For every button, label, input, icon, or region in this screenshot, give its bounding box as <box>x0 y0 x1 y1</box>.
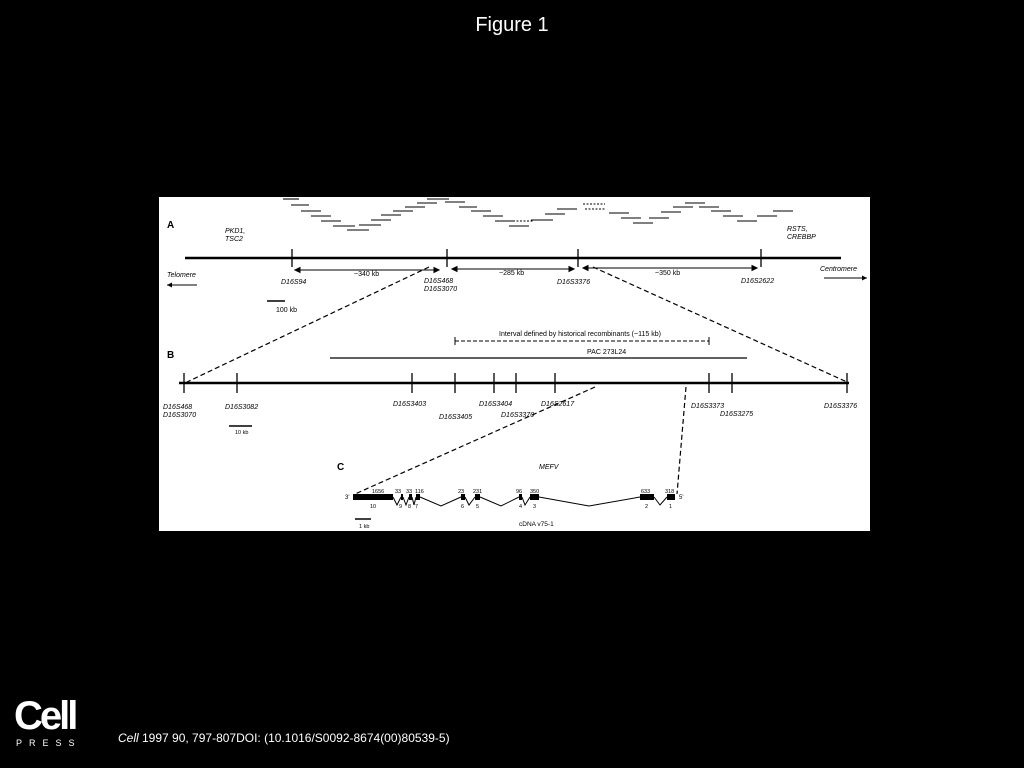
exon-size-6: 23 <box>458 489 464 495</box>
exon-5 <box>475 494 480 500</box>
logo-press: PRESS <box>16 738 82 748</box>
citation: Cell 1997 90, 797-807DOI: (10.1016/S0092… <box>118 731 450 745</box>
exon-8 <box>409 494 412 500</box>
zoom-lines-a-b <box>186 266 848 383</box>
marker-d16s3275: D16S3275 <box>720 411 753 418</box>
panel-c-label: C <box>337 462 344 473</box>
exon-number-2: 2 <box>645 504 648 510</box>
exon-size-2: 633 <box>641 489 650 495</box>
exon-size-9: 33 <box>395 489 401 495</box>
exon-number-8: 8 <box>408 504 411 510</box>
distance-2: ~285 kb <box>499 270 524 277</box>
exon-number-6: 6 <box>461 504 464 510</box>
panel-a-scale-label: 100 kb <box>276 307 297 314</box>
marker-d16s3405: D16S3405 <box>439 414 472 421</box>
pac-label: PAC 273L24 <box>587 349 626 356</box>
intron-connectors <box>392 496 668 507</box>
slide-title: Figure 1 <box>475 14 549 36</box>
gene-label: MEFV <box>539 464 560 471</box>
interval-label: Interval defined by historical recombina… <box>499 331 661 338</box>
panel-a-right-gene-2: CREBBP <box>787 234 816 241</box>
clone-contig <box>283 198 793 231</box>
exon-number-9: 9 <box>399 504 402 510</box>
panel-c-scale-label: 1 kb <box>359 524 369 530</box>
panel-a-left-gene-1: PKD1, <box>225 228 245 235</box>
cell-press-logo: Cell PRESS <box>14 694 86 750</box>
marker-d16s3403: D16S3403 <box>393 401 426 408</box>
exon-6 <box>461 494 465 500</box>
exon-number-4: 4 <box>519 504 522 510</box>
panel-a-marker-ticks <box>291 249 762 267</box>
telomere-label: Telomere <box>167 272 196 279</box>
exon-number-10: 10 <box>370 504 376 510</box>
exon-size-7: 116 <box>415 489 424 495</box>
distance-3: ~350 kb <box>655 270 680 277</box>
panel-a-right-gene-1: RSTS, <box>787 226 808 233</box>
marker-d16s3404: D16S3404 <box>479 401 512 408</box>
marker-a-d16s3376: D16S3376 <box>557 279 590 286</box>
centromere-arrowhead <box>862 275 867 281</box>
exon-size-1: 318 <box>665 489 674 495</box>
exon-boxes <box>353 494 675 500</box>
marker-b-d16s3070: D16S3070 <box>163 412 196 419</box>
marker-b-d16s468: D16S468 <box>163 404 192 411</box>
marker-d16s2617: D16S2617 <box>541 401 575 408</box>
clone-contig-gaps <box>513 203 605 222</box>
panel-a-left-gene-2: TSC2 <box>225 236 243 243</box>
marker-d16s94: D16S94 <box>281 279 306 286</box>
exon-size-10: 1656 <box>372 489 384 495</box>
exon-size-8: 33 <box>406 489 412 495</box>
panel-b-label: B <box>167 350 174 361</box>
panel-b-scale-label: 10 kb <box>235 430 248 436</box>
telomere-arrowhead <box>167 282 172 288</box>
exon-10 <box>353 494 393 500</box>
exon-7 <box>416 494 420 500</box>
exon-4 <box>519 494 522 500</box>
exon-size-4: 96 <box>516 489 522 495</box>
three-prime-end: 3' <box>345 495 349 501</box>
exon-number-1: 1 <box>669 504 672 510</box>
exon-size-5: 231 <box>473 489 482 495</box>
exon-3 <box>530 494 539 500</box>
exon-9 <box>401 494 403 500</box>
citation-journal: Cell <box>118 731 139 745</box>
marker-d16s3373: D16S3373 <box>691 403 724 410</box>
exon-number-7: 7 <box>415 504 418 510</box>
cdna-label: cDNA v75-1 <box>519 521 554 528</box>
marker-d16s3370: D16S3370 <box>501 412 534 419</box>
figure-panel: A PKD1, TSC2 RSTS, CREBBP <box>159 197 870 531</box>
citation-details: 1997 90, 797-807DOI: (10.1016/S0092-8674… <box>138 731 450 745</box>
exon-1 <box>667 494 675 500</box>
centromere-label: Centromere <box>820 266 857 273</box>
marker-d16s2622: D16S2622 <box>741 278 774 285</box>
marker-b-d16s3376: D16S3376 <box>824 403 857 410</box>
panel-a-distance-arrows <box>293 264 759 274</box>
panel-a-label: A <box>167 220 174 231</box>
exon-2 <box>640 494 654 500</box>
exon-number-3: 3 <box>533 504 536 510</box>
marker-a-d16s468: D16S468 <box>424 278 453 285</box>
panel-b-marker-ticks <box>183 373 848 393</box>
exon-number-5: 5 <box>476 504 479 510</box>
logo-word: Cell <box>14 694 78 738</box>
distance-1: ~340 kb <box>354 271 379 278</box>
zoom-lines-b-c <box>354 386 687 495</box>
mefv-map-figure: A PKD1, TSC2 RSTS, CREBBP <box>163 198 867 530</box>
five-prime-end: 5' <box>679 495 683 501</box>
marker-a-d16s3070: D16S3070 <box>424 286 457 293</box>
marker-d16s3082: D16S3082 <box>225 404 258 411</box>
exon-size-3: 350 <box>530 489 539 495</box>
